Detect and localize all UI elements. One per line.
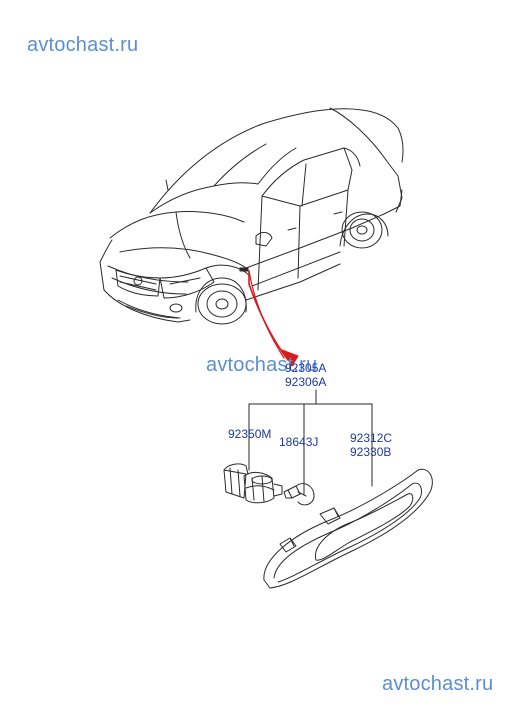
part-number-socket: 92350M: [228, 427, 272, 441]
bulb-part: [283, 483, 315, 506]
part-number-bulb: 18643J: [279, 435, 319, 449]
socket-part: [223, 463, 283, 504]
lens-housing-part: [263, 468, 433, 589]
part-number-assembly-1: 92305A: [285, 361, 327, 375]
car-illustration: [99, 107, 404, 325]
watermark-bottom: avtochast.ru: [382, 673, 494, 695]
watermark-top: avtochast.ru: [27, 34, 139, 56]
part-number-assembly-2: 92306A: [285, 375, 327, 389]
part-number-lens-1: 92312C: [350, 431, 393, 445]
leader-line: [248, 270, 289, 361]
callout-tree: [248, 389, 373, 495]
part-number-lens-2: 92330B: [350, 445, 392, 459]
watermark-middle: avtochast.ru: [206, 354, 318, 376]
